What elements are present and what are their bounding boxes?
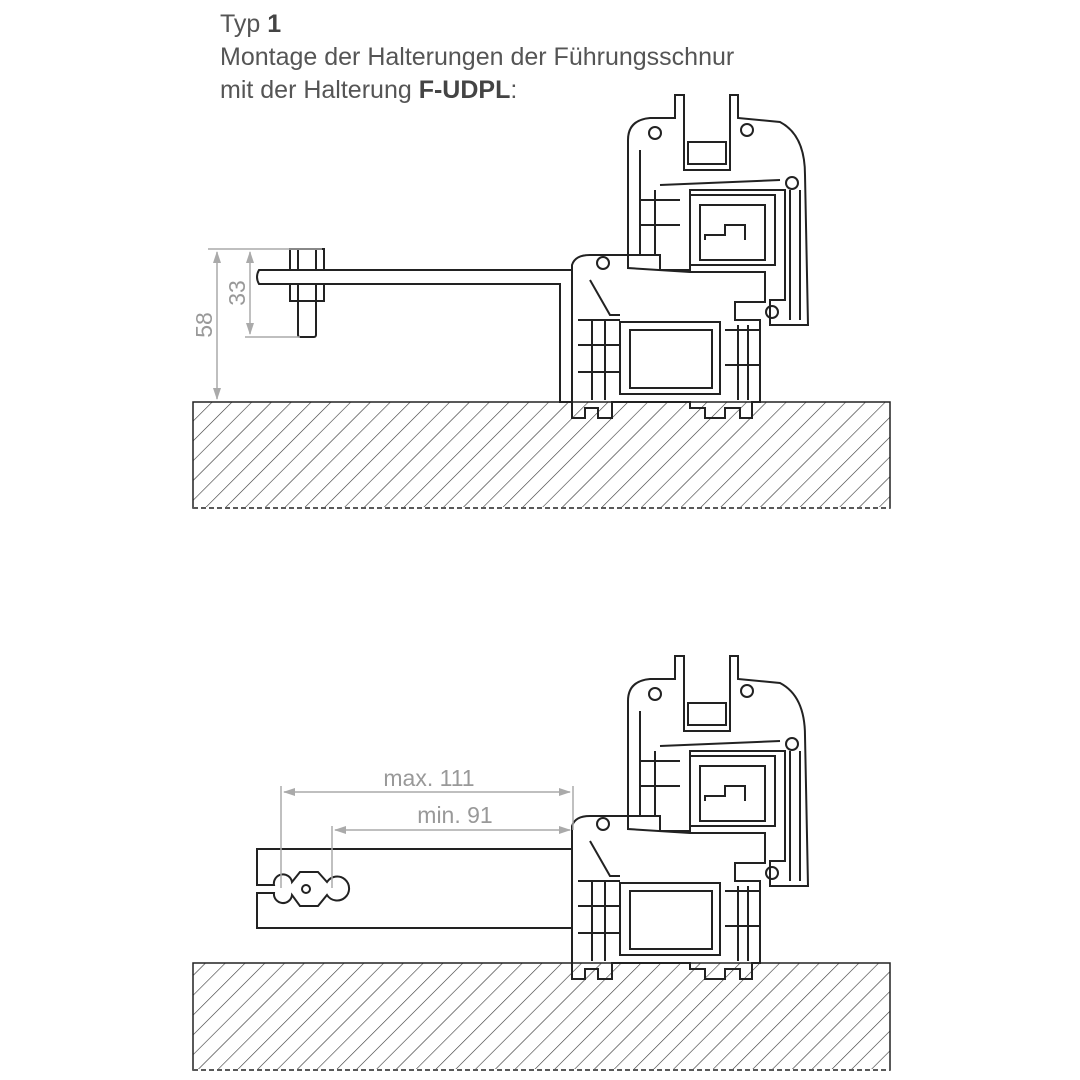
wall-section	[192, 962, 891, 1071]
type-label: Typ	[220, 10, 261, 38]
bracket-plate	[256, 848, 573, 929]
wall-section	[192, 401, 891, 509]
window-profile	[571, 655, 809, 980]
dimension-lines	[208, 248, 322, 400]
window-profile	[571, 94, 809, 419]
dim-33-label: 33	[224, 280, 250, 306]
product-name: F-UDPL	[418, 76, 511, 104]
dimension-lines	[280, 786, 574, 888]
dim-min-label: min. 91	[417, 802, 492, 828]
top-view: 58 33	[191, 94, 891, 509]
dim-58-label: 58	[191, 312, 217, 338]
bracket-arm	[256, 269, 573, 403]
heading-line2: Montage der Halterungen der Führungsschn…	[220, 43, 735, 71]
heading-line3-prefix: mit der Halterung	[220, 76, 412, 104]
heading-colon: :	[510, 76, 518, 104]
bolt-nut	[289, 248, 325, 338]
heading: Typ 1 Montage der Halterungen der Führun…	[220, 8, 734, 107]
type-number: 1	[267, 10, 282, 38]
bottom-view: max. 111 min. 91	[192, 655, 891, 1071]
dim-max-label: max. 111	[383, 765, 474, 791]
